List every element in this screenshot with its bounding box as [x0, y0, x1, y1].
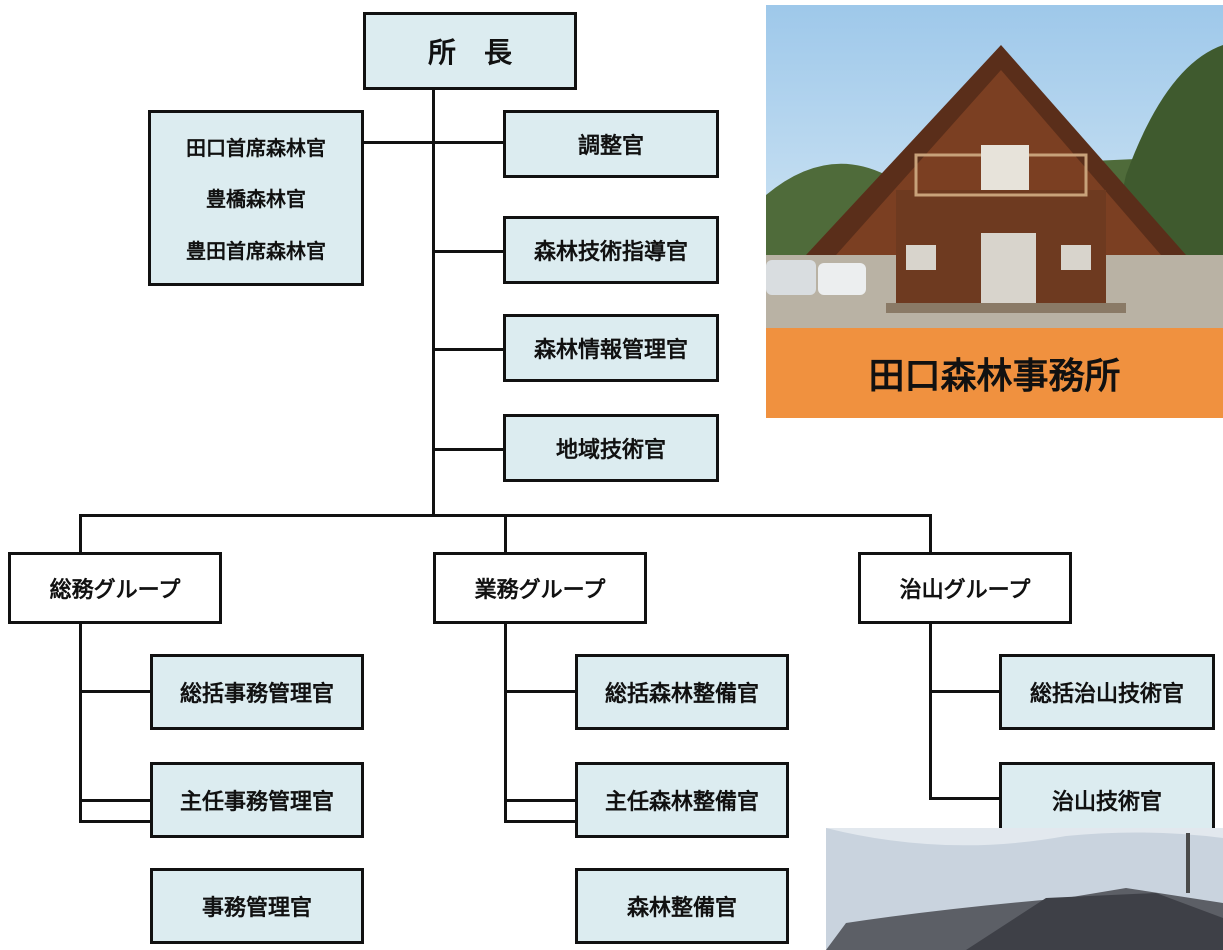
trunk-line — [432, 66, 435, 514]
group-2-member-label-2: 主任森林整備官 — [604, 790, 759, 815]
staff-box-1: 調整官 — [503, 110, 719, 178]
office-building-image — [766, 5, 1223, 328]
group-1-vertical — [79, 622, 82, 822]
group-box-1: 総務グループ — [8, 552, 222, 624]
group-2-vertical — [504, 622, 507, 822]
group-2-member-3: 森林整備官 — [575, 868, 789, 944]
staff-label-4: 地域技術官 — [555, 438, 666, 463]
group-1-connector-3 — [79, 820, 152, 823]
group-2-member-1: 総括森林整備官 — [575, 654, 789, 730]
group-1-member-label-2: 主任事務管理官 — [179, 790, 334, 815]
group-1-member-label-1: 総括事務管理官 — [179, 682, 334, 707]
group-1-member-label-3: 事務管理官 — [201, 896, 312, 921]
group-box-3: 治山グループ — [858, 552, 1072, 624]
group-2-connector-2 — [504, 799, 576, 802]
photo-caption: 田口森林事務所 — [766, 328, 1223, 418]
sub-officer-2: 豊橋森林官 — [206, 187, 306, 212]
director-box: 所 長 — [363, 12, 577, 90]
group-2-member-2: 主任森林整備官 — [575, 762, 789, 838]
sub-officer-3: 豊田首席森林官 — [186, 238, 326, 263]
group-2-member-label-3: 森林整備官 — [626, 896, 737, 921]
staff-label-2: 森林技術指導官 — [533, 240, 688, 265]
drop-group-1 — [79, 514, 82, 554]
staff-box-4: 地域技術官 — [503, 414, 719, 482]
group-3-member-label-1: 総括治山技術官 — [1029, 682, 1184, 707]
group-1-member-3: 事務管理官 — [150, 868, 364, 944]
sub-officers-box: 田口首席森林官 豊橋森林官 豊田首席森林官 — [148, 110, 364, 286]
office-photo — [766, 5, 1223, 328]
group-3-member-label-2: 治山技術官 — [1051, 790, 1162, 815]
group-box-2: 業務グループ — [433, 552, 647, 624]
connector-staff-2 — [432, 250, 504, 253]
sub-officer-1: 田口首席森林官 — [186, 136, 326, 161]
building-image-partial — [826, 828, 1223, 950]
group-label-1: 総務グループ — [49, 578, 181, 603]
group-3-member-2: 治山技術官 — [999, 762, 1215, 838]
photo-caption-text: 田口森林事務所 — [868, 356, 1121, 397]
group-label-3: 治山グループ — [899, 578, 1031, 603]
group-1-connector-2 — [79, 799, 152, 802]
group-2-connector-3 — [504, 820, 576, 823]
connector-staff-1 — [432, 141, 504, 144]
connector-staff-4 — [432, 448, 504, 451]
connector-sub-officers — [362, 141, 434, 144]
building-photo-partial — [826, 828, 1223, 950]
staff-label-1: 調整官 — [577, 134, 644, 159]
group-2-connector-1 — [504, 690, 576, 693]
drop-group-2 — [504, 514, 507, 554]
group-1-member-2: 主任事務管理官 — [150, 762, 364, 838]
group-3-member-1: 総括治山技術官 — [999, 654, 1215, 730]
group-1-connector-1 — [79, 690, 152, 693]
group-3-vertical — [929, 622, 932, 800]
drop-group-3 — [929, 514, 932, 554]
connector-staff-3 — [432, 348, 504, 351]
group-1-member-1: 総括事務管理官 — [150, 654, 364, 730]
group-2-member-label-1: 総括森林整備官 — [604, 682, 759, 707]
director-label: 所 長 — [427, 36, 512, 69]
group-label-2: 業務グループ — [474, 578, 606, 603]
group-3-connector-1 — [929, 690, 1000, 693]
group-3-connector-2 — [929, 797, 1000, 800]
staff-label-3: 森林情報管理官 — [533, 338, 688, 363]
staff-box-3: 森林情報管理官 — [503, 314, 719, 382]
staff-box-2: 森林技術指導官 — [503, 216, 719, 284]
